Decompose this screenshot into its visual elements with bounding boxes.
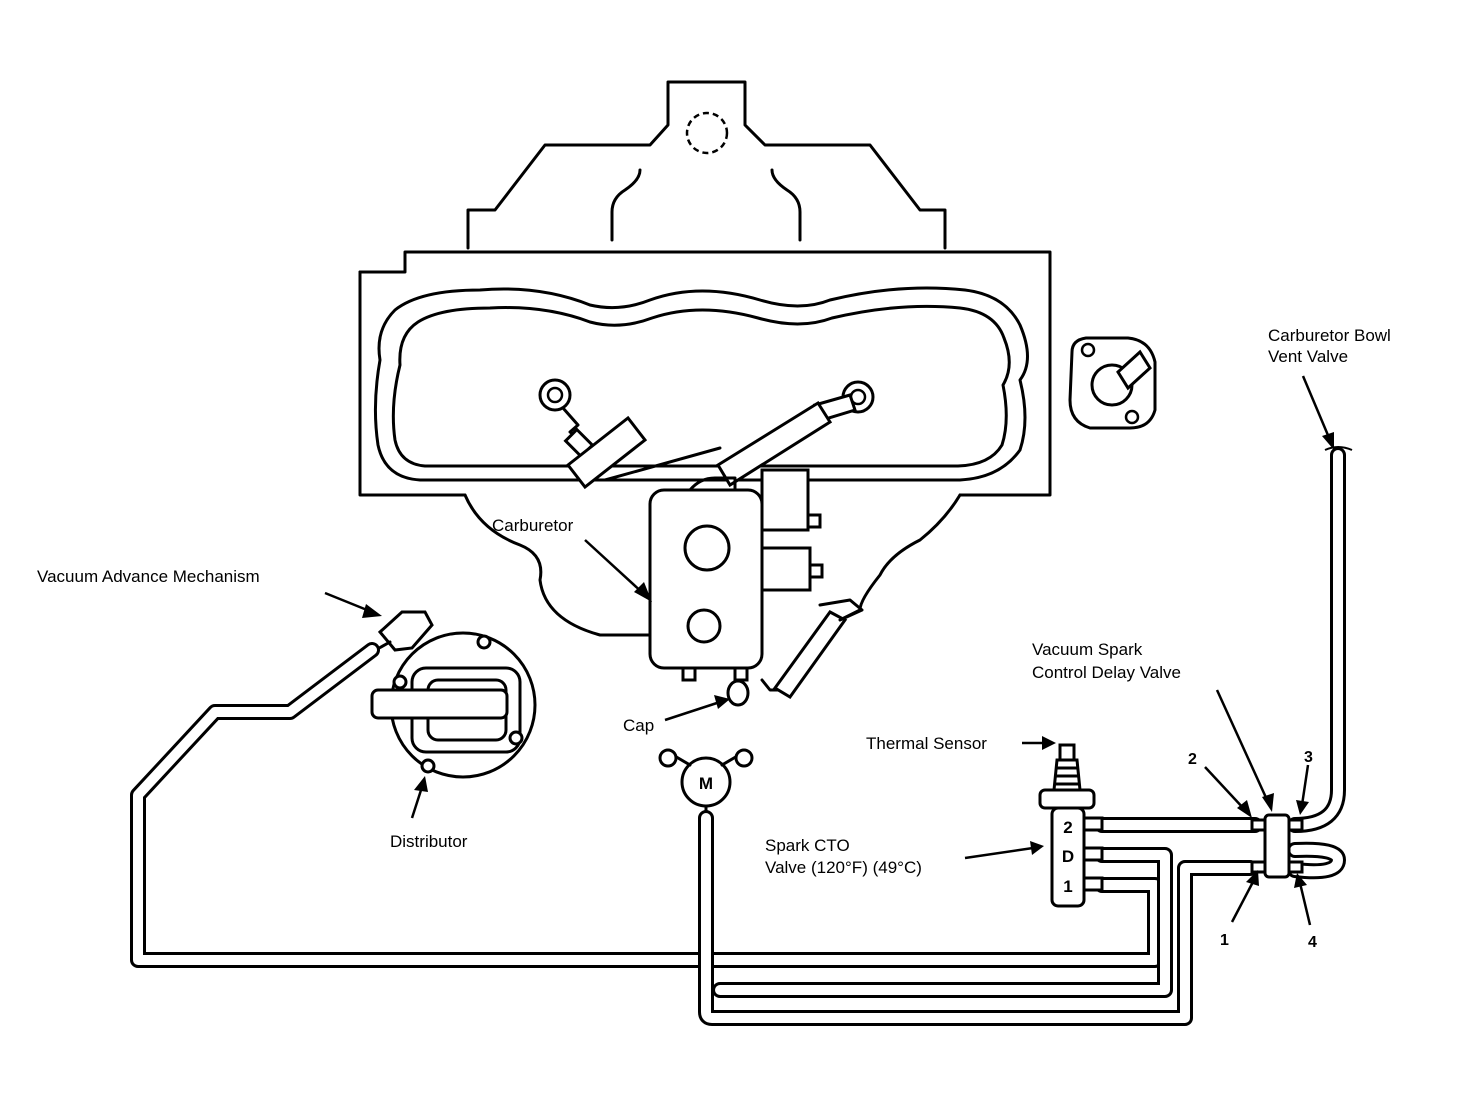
delay-valve-label-2: Control Delay Valve bbox=[1032, 663, 1181, 682]
cto-port-1: 1 bbox=[1063, 877, 1072, 896]
distributor-label: Distributor bbox=[390, 832, 468, 851]
manifold-vacuum-fitting: M bbox=[658, 748, 754, 817]
thermostat-housing bbox=[1068, 336, 1157, 430]
air-cleaner-top bbox=[466, 80, 947, 250]
spark-cto-label-2: Valve (120°F) (49°C) bbox=[765, 858, 922, 877]
cap-label: Cap bbox=[623, 716, 654, 735]
carburetor bbox=[648, 468, 864, 707]
manifold-symbol: M bbox=[699, 774, 713, 793]
delay-valve-label-1: Vacuum Spark bbox=[1032, 640, 1143, 659]
spark-cto-valve: 2 D 1 bbox=[1038, 743, 1104, 908]
delay-port-4-label: 4 bbox=[1308, 934, 1317, 951]
delay-port-3-label: 3 bbox=[1304, 749, 1313, 766]
vacuum-hoses bbox=[130, 446, 1353, 1026]
delay-port-1-label: 1 bbox=[1220, 932, 1229, 949]
carb-bowl-vent-label-2: Vent Valve bbox=[1268, 347, 1348, 366]
delay-port-2-label: 2 bbox=[1188, 751, 1197, 768]
distributor bbox=[370, 610, 537, 779]
cto-port-d: D bbox=[1062, 847, 1074, 866]
callout-arrows bbox=[324, 375, 1334, 926]
delay-valve bbox=[1250, 813, 1304, 879]
thermal-sensor-label: Thermal Sensor bbox=[866, 734, 987, 753]
carb-bowl-vent-label-1: Carburetor Bowl bbox=[1268, 326, 1391, 345]
carburetor-label: Carburetor bbox=[492, 516, 574, 535]
intake-manifold bbox=[358, 250, 1052, 637]
vacuum-advance-label: Vacuum Advance Mechanism bbox=[37, 567, 260, 586]
throttle-linkage bbox=[538, 378, 875, 490]
spark-cto-label-1: Spark CTO bbox=[765, 836, 850, 855]
cto-port-2: 2 bbox=[1063, 818, 1072, 837]
